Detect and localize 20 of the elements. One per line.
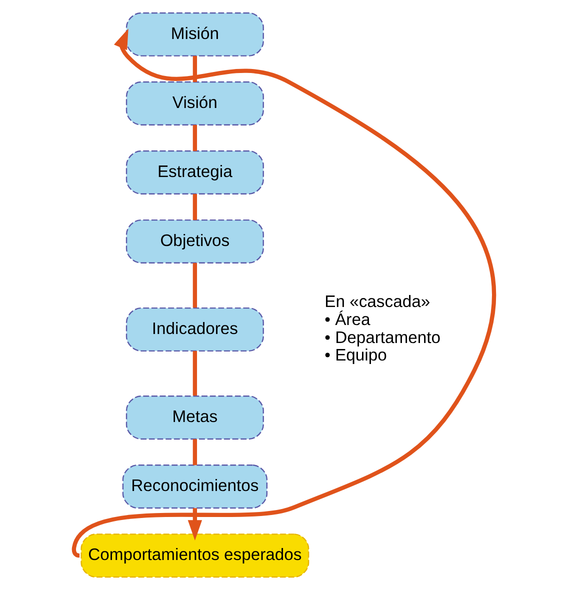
arrow xyxy=(72,28,496,557)
label: • Departamento xyxy=(324,328,440,347)
node-box: Misión xyxy=(125,12,264,56)
connector xyxy=(192,262,197,308)
label: • Equipo xyxy=(324,346,386,365)
connector xyxy=(192,439,197,466)
node-box: Objetivos xyxy=(125,219,264,264)
node-box: Comportamientos esperados xyxy=(80,534,309,578)
node-box: Metas xyxy=(125,396,264,440)
connector xyxy=(192,351,197,396)
node-box: Visión xyxy=(125,81,264,126)
connector xyxy=(192,124,197,152)
arrow xyxy=(187,508,202,540)
node-box: Indicadores xyxy=(125,308,264,352)
node-box: Reconocimientos xyxy=(122,464,268,509)
label: En «cascada» xyxy=(324,292,430,312)
connector xyxy=(192,56,197,82)
label: • Área xyxy=(324,310,370,329)
connector xyxy=(192,194,197,220)
node-box: Estrategia xyxy=(125,150,264,194)
